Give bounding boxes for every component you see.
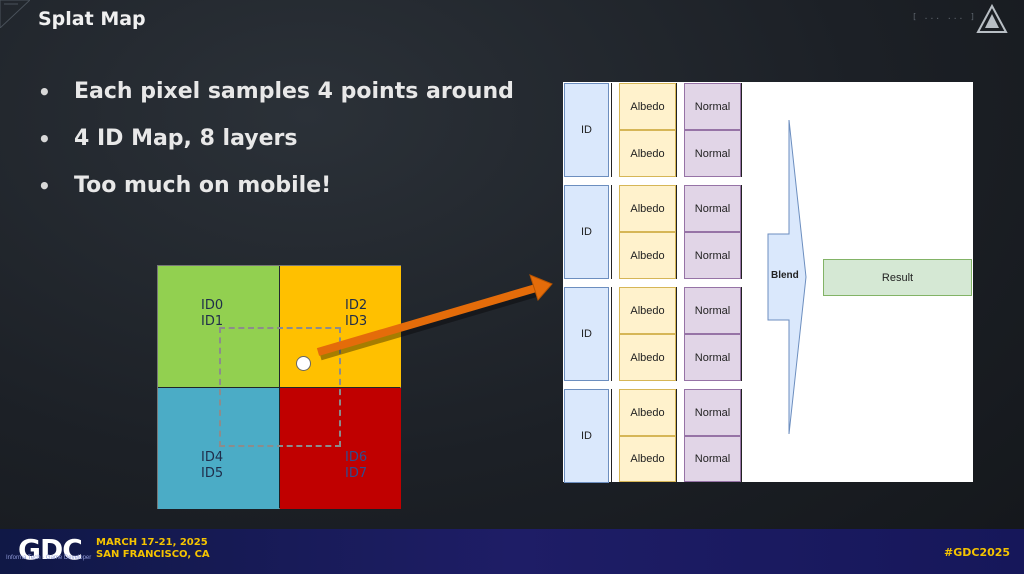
cell-label: ID2 ID3 — [345, 298, 368, 329]
event-location: SAN FRANCISCO, CA — [96, 549, 210, 560]
normal-block: Normal — [684, 436, 741, 482]
footer-banner: GDC MARCH 17-21, 2025 SAN FRANCISCO, CA … — [0, 529, 1024, 574]
normal-block: Normal — [684, 287, 741, 334]
blend-label: Blend — [771, 270, 799, 281]
bullet-item: Each pixel samples 4 points around — [36, 76, 514, 123]
albedo-block: Albedo — [619, 185, 676, 232]
splat-cell-id4-id5: ID4 ID5 — [158, 388, 279, 509]
normal-block: Normal — [684, 185, 741, 232]
id-map-block: ID — [564, 287, 609, 381]
normal-block: Normal — [684, 130, 741, 177]
event-hashtag: #GDC2025 — [944, 546, 1011, 559]
albedo-block: Albedo — [619, 334, 676, 381]
bullet-item: Too much on mobile! — [36, 170, 514, 217]
studio-logo-icon — [976, 4, 1008, 33]
footer-sponsor-text: Informa Tech · Game Developer — [6, 555, 92, 561]
sample-footprint-box — [219, 327, 341, 447]
header-tag: [ ... ... ] — [912, 12, 976, 21]
albedo-block: Albedo — [619, 287, 676, 334]
id-map-block: ID — [564, 185, 609, 279]
corner-decoration-icon — [0, 0, 30, 28]
cell-label: ID0 ID1 — [201, 298, 224, 329]
blend-arrow-icon — [767, 119, 807, 435]
blend-pipeline-diagram: ID Albedo Albedo Normal Normal ID Albedo… — [563, 82, 973, 483]
bullet-item: 4 ID Map, 8 layers — [36, 123, 514, 170]
id-map-block: ID — [564, 389, 609, 483]
normal-block: Normal — [684, 334, 741, 381]
albedo-block: Albedo — [619, 436, 676, 482]
splat-cell-id0-id1: ID0 ID1 — [158, 266, 279, 387]
sample-point — [296, 356, 311, 371]
gdc-logo: GDC — [18, 533, 83, 566]
event-dates: MARCH 17-21, 2025 — [96, 537, 208, 548]
albedo-block: Albedo — [619, 389, 676, 436]
albedo-block: Albedo — [619, 83, 676, 130]
normal-block: Normal — [684, 232, 741, 279]
cell-label: ID4 ID5 — [201, 450, 224, 481]
splat-cell-id6-id7: ID6 ID7 — [280, 388, 401, 509]
albedo-block: Albedo — [619, 130, 676, 177]
albedo-block: Albedo — [619, 232, 676, 279]
normal-block: Normal — [684, 83, 741, 130]
id-map-block: ID — [564, 83, 609, 177]
result-block: Result — [823, 259, 972, 296]
slide-title: Splat Map — [38, 8, 146, 30]
bullet-list: Each pixel samples 4 points around 4 ID … — [36, 76, 514, 217]
normal-block: Normal — [684, 389, 741, 436]
cell-label: ID6 ID7 — [345, 450, 368, 481]
